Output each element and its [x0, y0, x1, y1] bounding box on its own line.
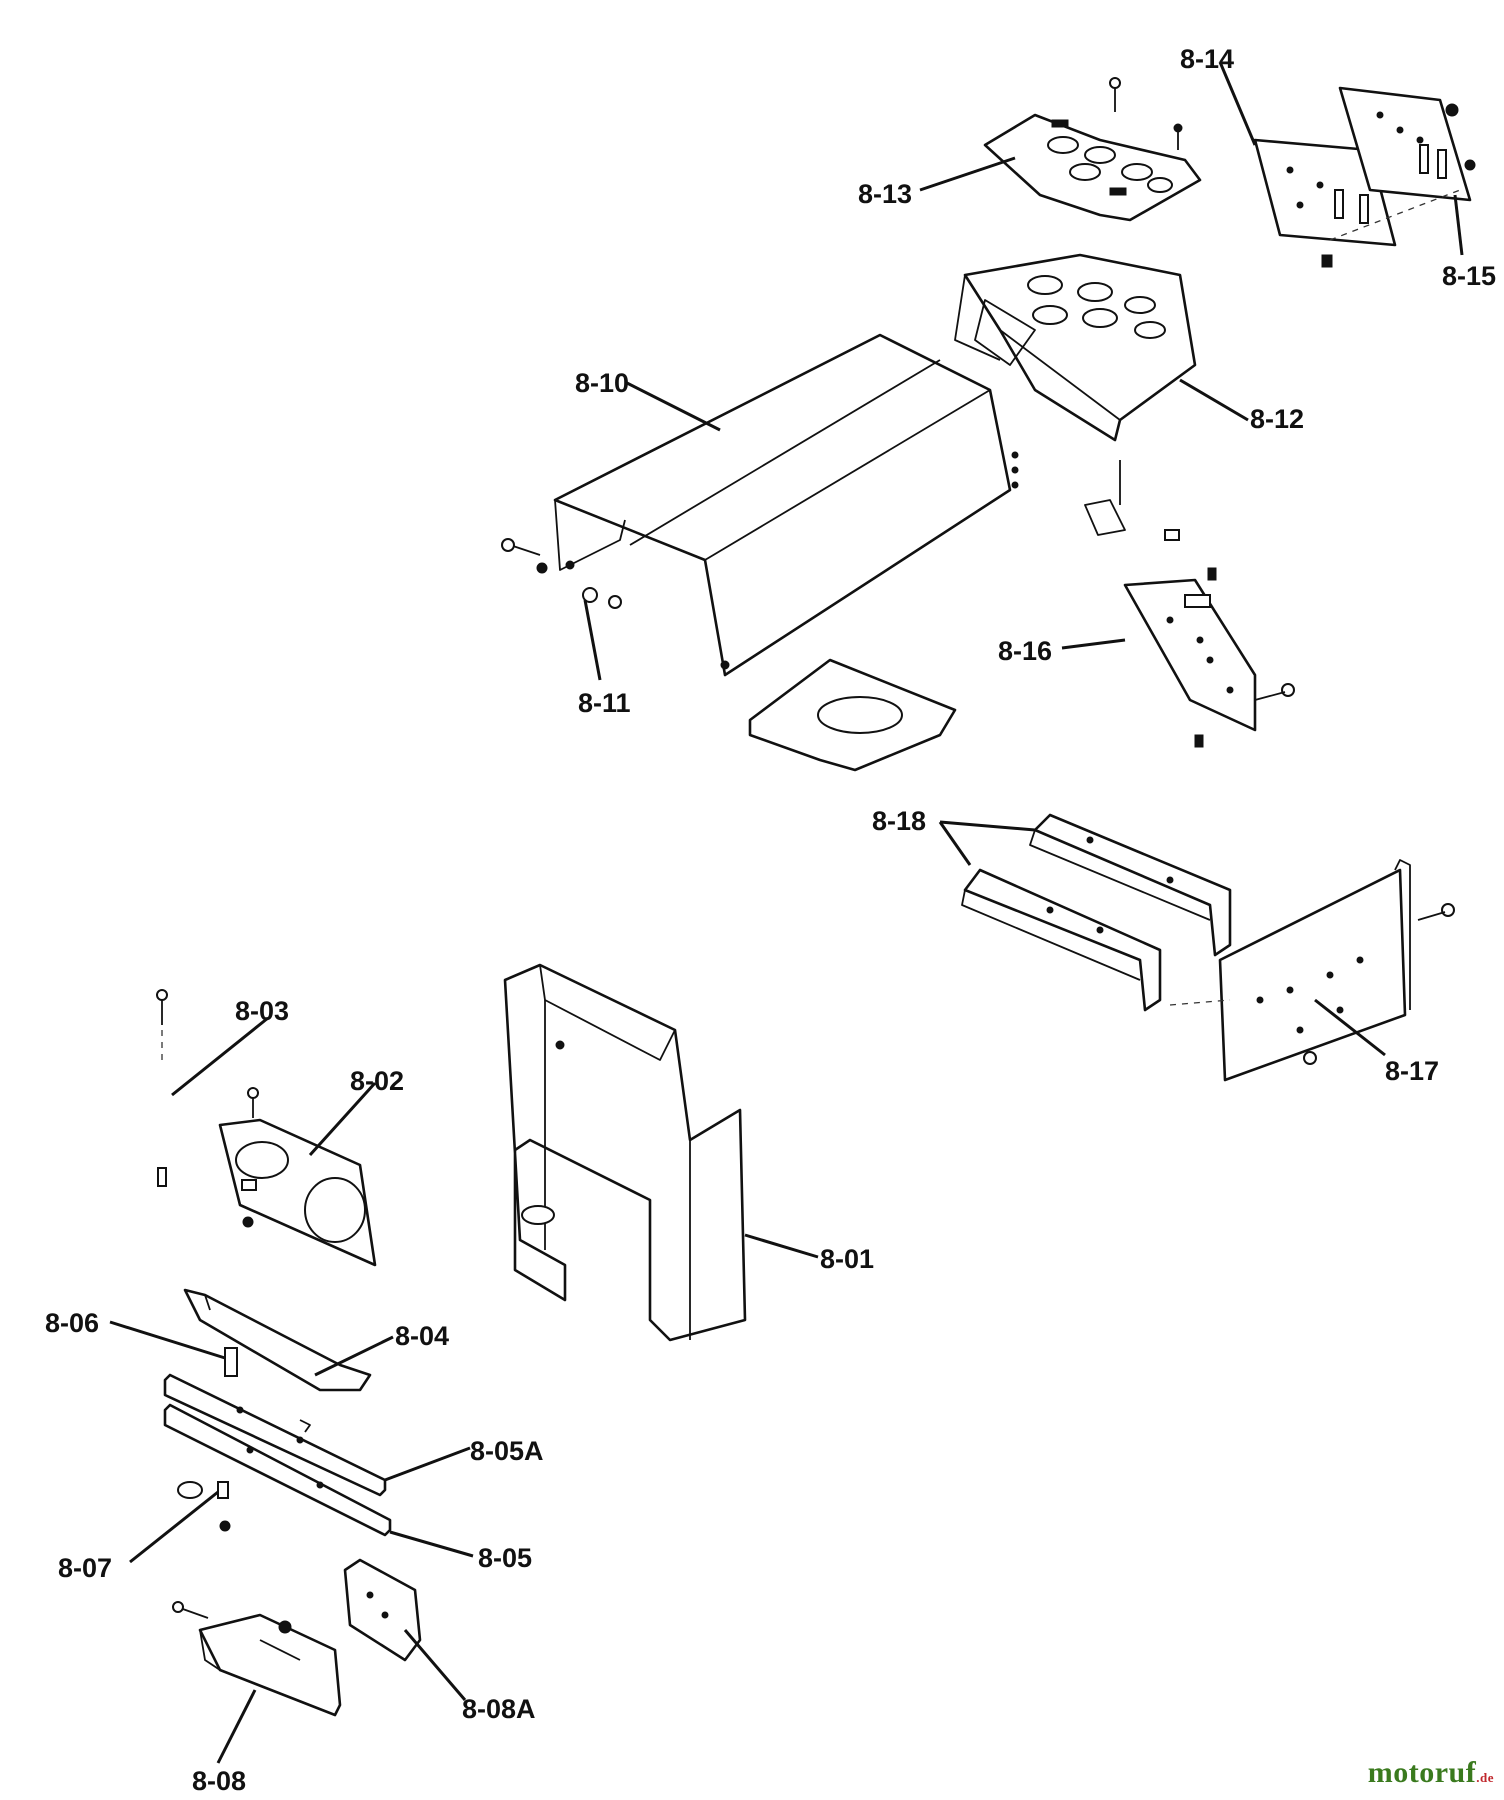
- label-8-17: 8-17: [1385, 1056, 1439, 1086]
- part-8-17-side-plate: [1169, 859, 1455, 1082]
- label-8-01: 8-01: [820, 1244, 874, 1274]
- part-hood-base-plate: [748, 658, 957, 772]
- label-8-08: 8-08: [192, 1766, 246, 1796]
- label-8-11: 8-11: [578, 688, 631, 718]
- label-8-07: 8-07: [58, 1553, 112, 1583]
- part-8-06-pin: [224, 1347, 238, 1377]
- label-8-16: 8-16: [998, 636, 1052, 666]
- part-8-08A-bracket: [343, 1558, 422, 1662]
- label-8-14: 8-14: [1180, 44, 1234, 74]
- watermark-logo: motoruf.de: [1368, 1756, 1494, 1790]
- label-8-13: 8-13: [858, 179, 912, 209]
- part-8-14-plate: [1253, 138, 1397, 247]
- part-8-04-lever: [183, 1288, 372, 1392]
- part-8-12-dash-housing: [954, 253, 1197, 442]
- label-8-08A: 8-08A: [462, 1694, 536, 1724]
- part-8-18-brackets: [961, 813, 1232, 1012]
- part-8-08-bracket: [172, 1601, 342, 1717]
- label-8-02: 8-02: [350, 1066, 404, 1096]
- label-8-12: 8-12: [1250, 404, 1304, 434]
- label-8-10: 8-10: [575, 368, 629, 398]
- leader-lines: [109, 61, 1464, 1764]
- part-8-05-rail: [163, 1403, 392, 1537]
- part-8-01-frame: [503, 963, 747, 1342]
- watermark-tld: .de: [1476, 1770, 1494, 1785]
- part-8-16-mount-plate: [1084, 460, 1295, 748]
- label-8-04: 8-04: [395, 1321, 449, 1351]
- part-8-03-pin: [156, 989, 168, 1187]
- part-8-05A-rail: [163, 1373, 387, 1497]
- part-labels: 8-14 8-13 8-15 8-10 8-12 8-16 8-11 8-18 …: [45, 44, 1496, 1796]
- part-8-10-hood: [553, 333, 1019, 677]
- label-8-06: 8-06: [45, 1308, 99, 1338]
- label-8-05: 8-05: [478, 1543, 532, 1573]
- label-8-03: 8-03: [235, 996, 289, 1026]
- watermark-main: motoruf: [1367, 1756, 1477, 1789]
- part-8-13-dash-plate: [983, 77, 1202, 222]
- part-8-02-gauge-plate: [218, 1087, 377, 1267]
- part-8-15-plate: [1321, 86, 1476, 268]
- part-8-11-hood-hardware: [501, 538, 622, 609]
- label-8-15: 8-15: [1442, 261, 1496, 291]
- label-8-18: 8-18: [872, 806, 926, 836]
- label-8-05A: 8-05A: [470, 1436, 544, 1466]
- part-8-07-hardware: [177, 1481, 231, 1532]
